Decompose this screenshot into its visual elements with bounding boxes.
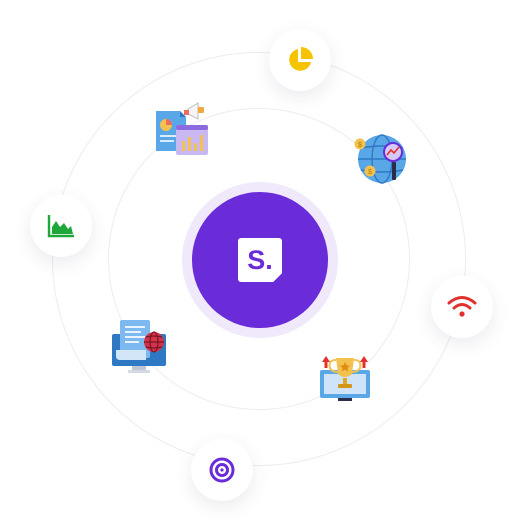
trophy-screen-illustration [320, 356, 370, 401]
wifi-bubble [431, 276, 493, 338]
pie-chart-bubble [269, 29, 331, 91]
wifi-icon [447, 296, 477, 317]
inner-orbit-ring [108, 108, 410, 410]
target-icon [209, 457, 235, 483]
brand-logo: S. [238, 238, 282, 282]
area-chart-bubble [30, 195, 92, 257]
center-logo-circle: S. [192, 192, 328, 328]
report-dashboard-illustration [156, 102, 208, 155]
svg-text:$: $ [368, 169, 372, 176]
web-document-illustration [112, 320, 166, 373]
svg-text:$: $ [358, 142, 362, 149]
pie-chart-icon [289, 47, 313, 71]
globe-finance-illustration: $ $ [354, 134, 406, 184]
area-chart-icon [47, 215, 74, 238]
target-bubble [191, 439, 253, 501]
brand-logo-text: S. [247, 244, 273, 275]
outer-orbit-ring [52, 52, 466, 466]
